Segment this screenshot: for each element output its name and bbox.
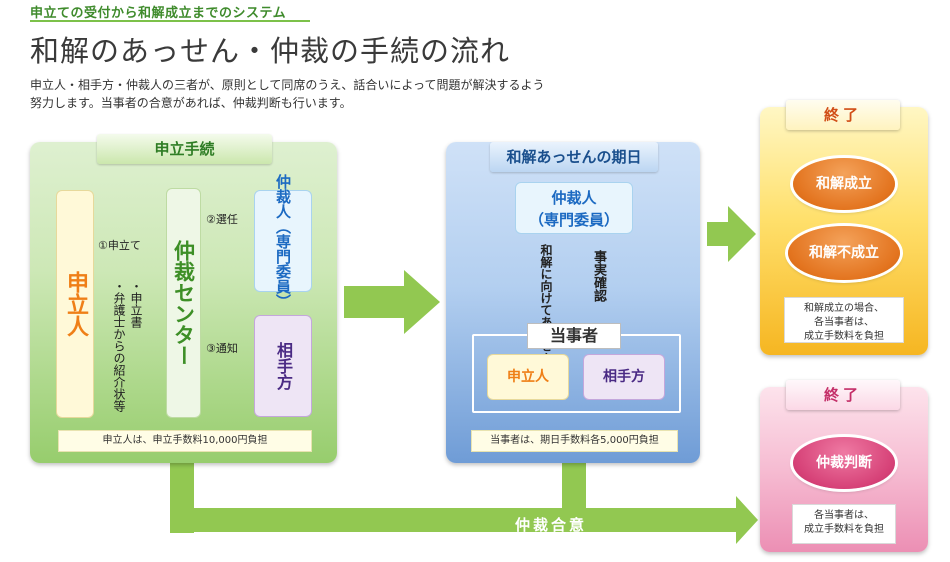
arbitrator-label: 仲裁人（専門委員） [274, 173, 292, 309]
agreement-path [170, 463, 758, 544]
hearing-arbitrator-box: 仲裁人 （専門委員） [515, 182, 633, 234]
settlement-fee-note: 和解成立の場合、 各当事者は、 成立手数料を負担 [784, 297, 904, 343]
arbitration-end-tab: 終了 [786, 380, 900, 410]
arbitration-agreement-label: 仲裁合意 [515, 516, 588, 534]
applicant-box: 申立人 [56, 190, 94, 418]
agreement-arrowhead [736, 496, 758, 544]
settlement-fee-note-line: 各当事者は、 [814, 317, 874, 328]
filing-fee-note: 申立人は、申立手数料10,000円負担 [58, 430, 312, 452]
step-appoint-label: ②選任 [206, 213, 238, 226]
subtitle: 申立ての受付から和解成立までのシステム [30, 6, 287, 21]
agreement-path-horizontal [170, 508, 738, 532]
arbitration-fee-note-line: 成立手数料を負担 [804, 524, 884, 535]
hearing-applicant-box: 申立人 [487, 354, 569, 400]
arbitration-fee-note: 各当事者は、 成立手数料を負担 [792, 504, 896, 544]
parties-label: 当事者 [527, 323, 621, 349]
filing-tab: 申立手続 [97, 134, 272, 164]
step-filing-label: ①申立て [98, 239, 141, 252]
arbitrator-box: 仲裁人（専門委員） [254, 174, 312, 309]
arrow-filing-to-hearing [344, 270, 440, 334]
arbitration-center-box: 仲裁センター [166, 188, 201, 418]
settlement-fee-note-line: 成立手数料を負担 [804, 331, 884, 342]
doc-item-application: ・申立書 [129, 280, 143, 328]
settlement-failure-badge: 和解不成立 [788, 226, 900, 280]
settlement-fee-note-line: 和解成立の場合、 [804, 303, 884, 314]
page-title: 和解のあっせん・仲裁の手続の流れ [30, 34, 511, 68]
applicant-label: 申立人 [63, 271, 88, 337]
step-notify-label: ③通知 [206, 342, 238, 355]
respondent-box: 相手方 [254, 315, 312, 417]
hearing-tab: 和解あっせんの期日 [490, 142, 658, 172]
hearing-fee-note: 当事者は、期日手数料各5,000円負担 [471, 430, 678, 452]
fact-check-label: 事実確認 [591, 250, 606, 302]
settlement-end-tab: 終了 [786, 100, 900, 130]
description-line-2: 努力します。当事者の合意があれば、仲裁判断も行います。 [30, 96, 352, 110]
hearing-arbitrator-label: 仲裁人 [551, 189, 597, 207]
arbitration-award-badge: 仲裁判断 [793, 437, 895, 489]
arbitration-fee-note-line: 各当事者は、 [814, 510, 874, 521]
agreement-path-middle-drop [562, 463, 586, 513]
arbitration-center-label: 仲裁センター [171, 240, 196, 366]
arrow-hearing-to-end [707, 206, 756, 262]
hearing-arbitrator-sublabel: （専門委員） [528, 211, 619, 229]
hearing-respondent-box: 相手方 [583, 354, 665, 400]
description-line-1: 申立人・相手方・仲裁人の三者が、原則として同席のうえ、話合いによって問題が解決す… [30, 78, 545, 92]
respondent-label: 相手方 [274, 342, 293, 390]
subtitle-underline [30, 20, 310, 22]
doc-item-referral: ・弁護士からの紹介状等 [112, 280, 126, 412]
settlement-success-badge: 和解成立 [793, 158, 895, 210]
